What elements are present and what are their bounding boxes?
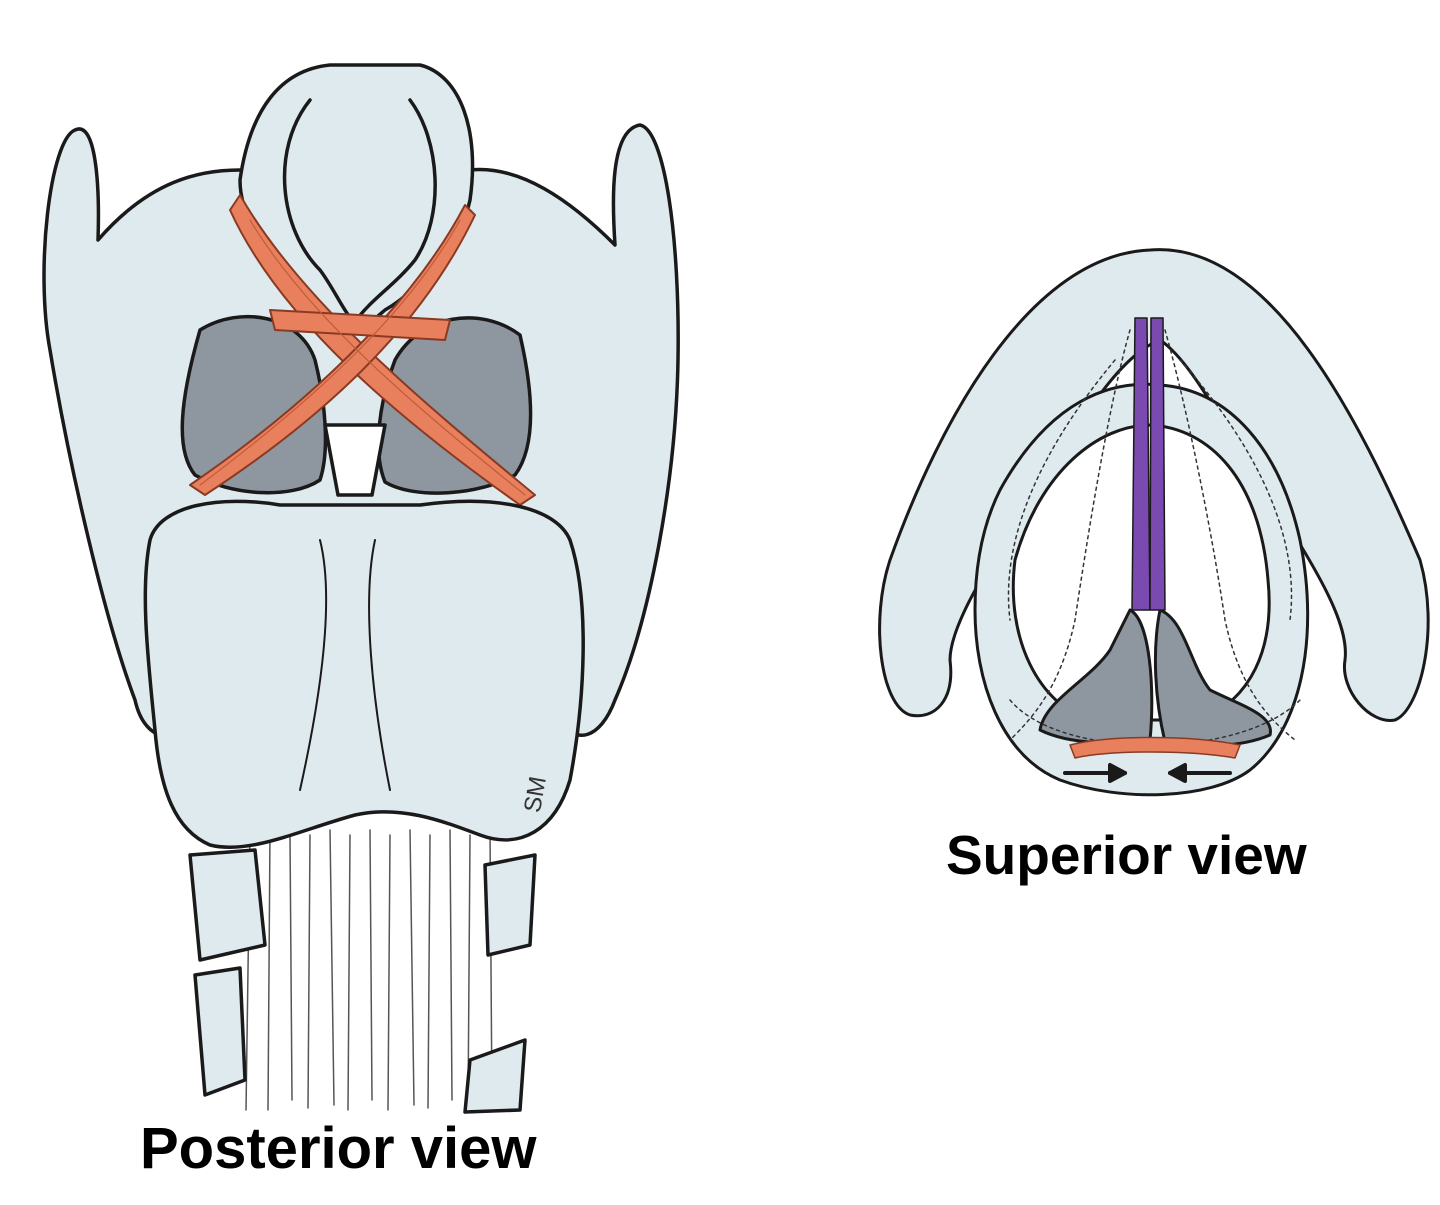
movement-arrows xyxy=(1063,763,1232,783)
tracheal-ring-left-lower xyxy=(193,966,247,1097)
glottic-opening xyxy=(323,423,387,497)
vocal-fold-left xyxy=(1131,317,1151,611)
artist-initials: SM xyxy=(519,774,552,814)
caption-superior-view: Superior view xyxy=(946,824,1307,886)
vocal-fold-right xyxy=(1149,317,1166,611)
posterior-view xyxy=(42,63,680,1120)
tracheal-ring-right-upper xyxy=(483,853,537,957)
vocal-folds xyxy=(1131,317,1166,611)
tracheal-ring-left-upper xyxy=(188,848,267,962)
trachea xyxy=(188,820,537,1120)
tracheal-ring-right-lower xyxy=(463,1038,527,1114)
posterior-view-muscles xyxy=(189,194,536,506)
cricoid-midline-ridge-right xyxy=(368,539,391,791)
transverse-arytenoid-superior xyxy=(1069,736,1241,759)
vocal-fold-positions xyxy=(1007,329,1301,746)
arytenoid-right-superior xyxy=(1153,608,1272,748)
cricoid-midline-ridge-left xyxy=(299,539,328,791)
cricoid-cartilage xyxy=(143,499,585,850)
superior-view xyxy=(878,248,1430,797)
caption-posterior-view: Posterior view xyxy=(140,1116,537,1181)
oblique-arytenoid-left xyxy=(189,204,476,496)
